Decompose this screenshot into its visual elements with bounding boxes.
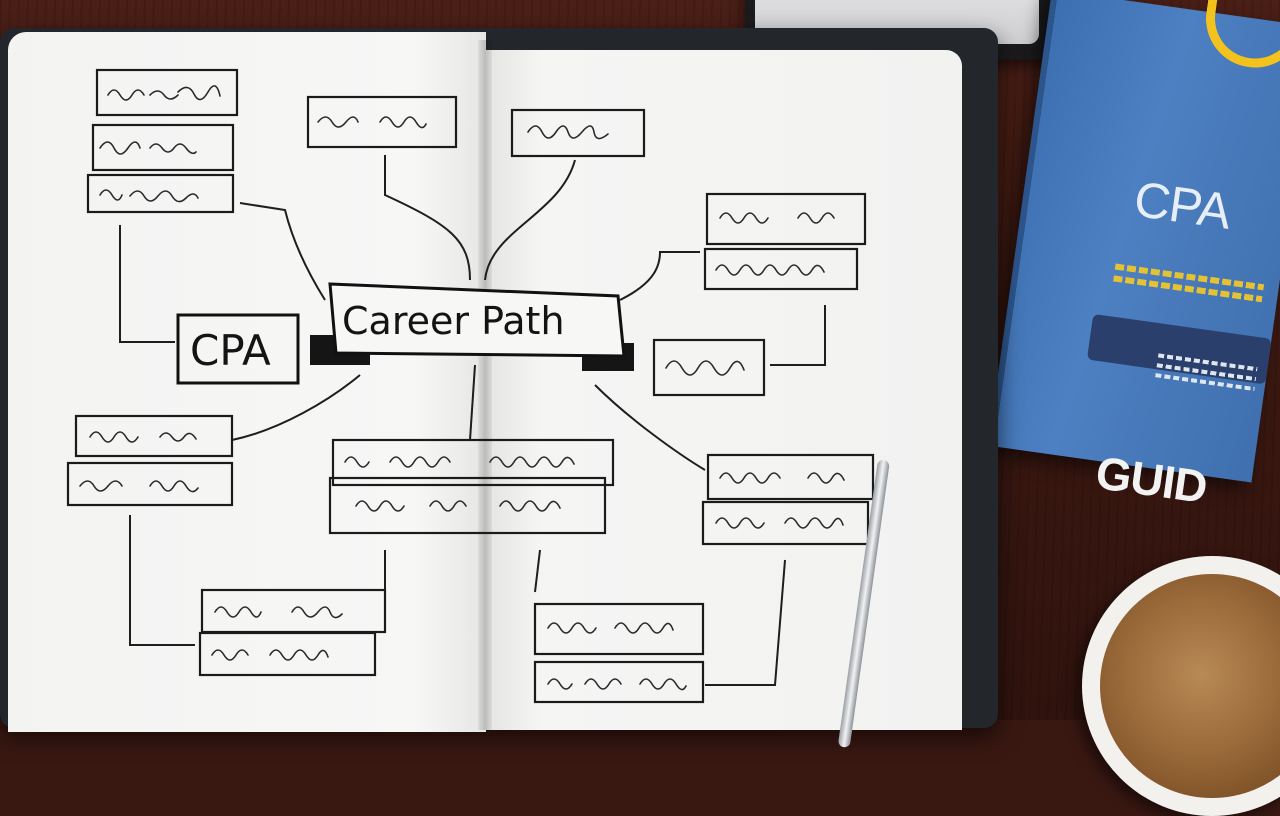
notebook-gutter	[478, 40, 492, 730]
node-mid-1	[331, 438, 615, 487]
mind-map: CPA Career Path	[66, 68, 875, 704]
node-left-1	[95, 68, 239, 117]
node-right-1	[705, 192, 867, 246]
mind-map-connectors	[119, 155, 826, 686]
node-mid-4	[533, 660, 705, 704]
node-left-6	[200, 588, 387, 634]
node-mid-2	[328, 476, 607, 535]
node-center-label: Career Path	[342, 299, 565, 343]
node-top-2	[510, 108, 646, 158]
node-top-1	[306, 95, 458, 149]
node-left-2	[91, 123, 235, 172]
node-cpa-label: CPA	[190, 326, 271, 375]
node-left-3	[86, 173, 235, 214]
node-left-7	[198, 631, 377, 677]
notebook-right-page	[484, 50, 962, 730]
node-left-4	[74, 414, 234, 458]
node-left-5	[66, 461, 234, 507]
node-right-4	[706, 453, 875, 501]
node-right-2	[703, 247, 859, 291]
coffee-surface	[1100, 574, 1280, 798]
node-mid-3	[533, 602, 705, 656]
node-right-3	[652, 338, 766, 397]
node-center: Career Path	[310, 282, 634, 371]
node-right-5	[701, 500, 870, 546]
node-cpa: CPA	[176, 313, 300, 385]
